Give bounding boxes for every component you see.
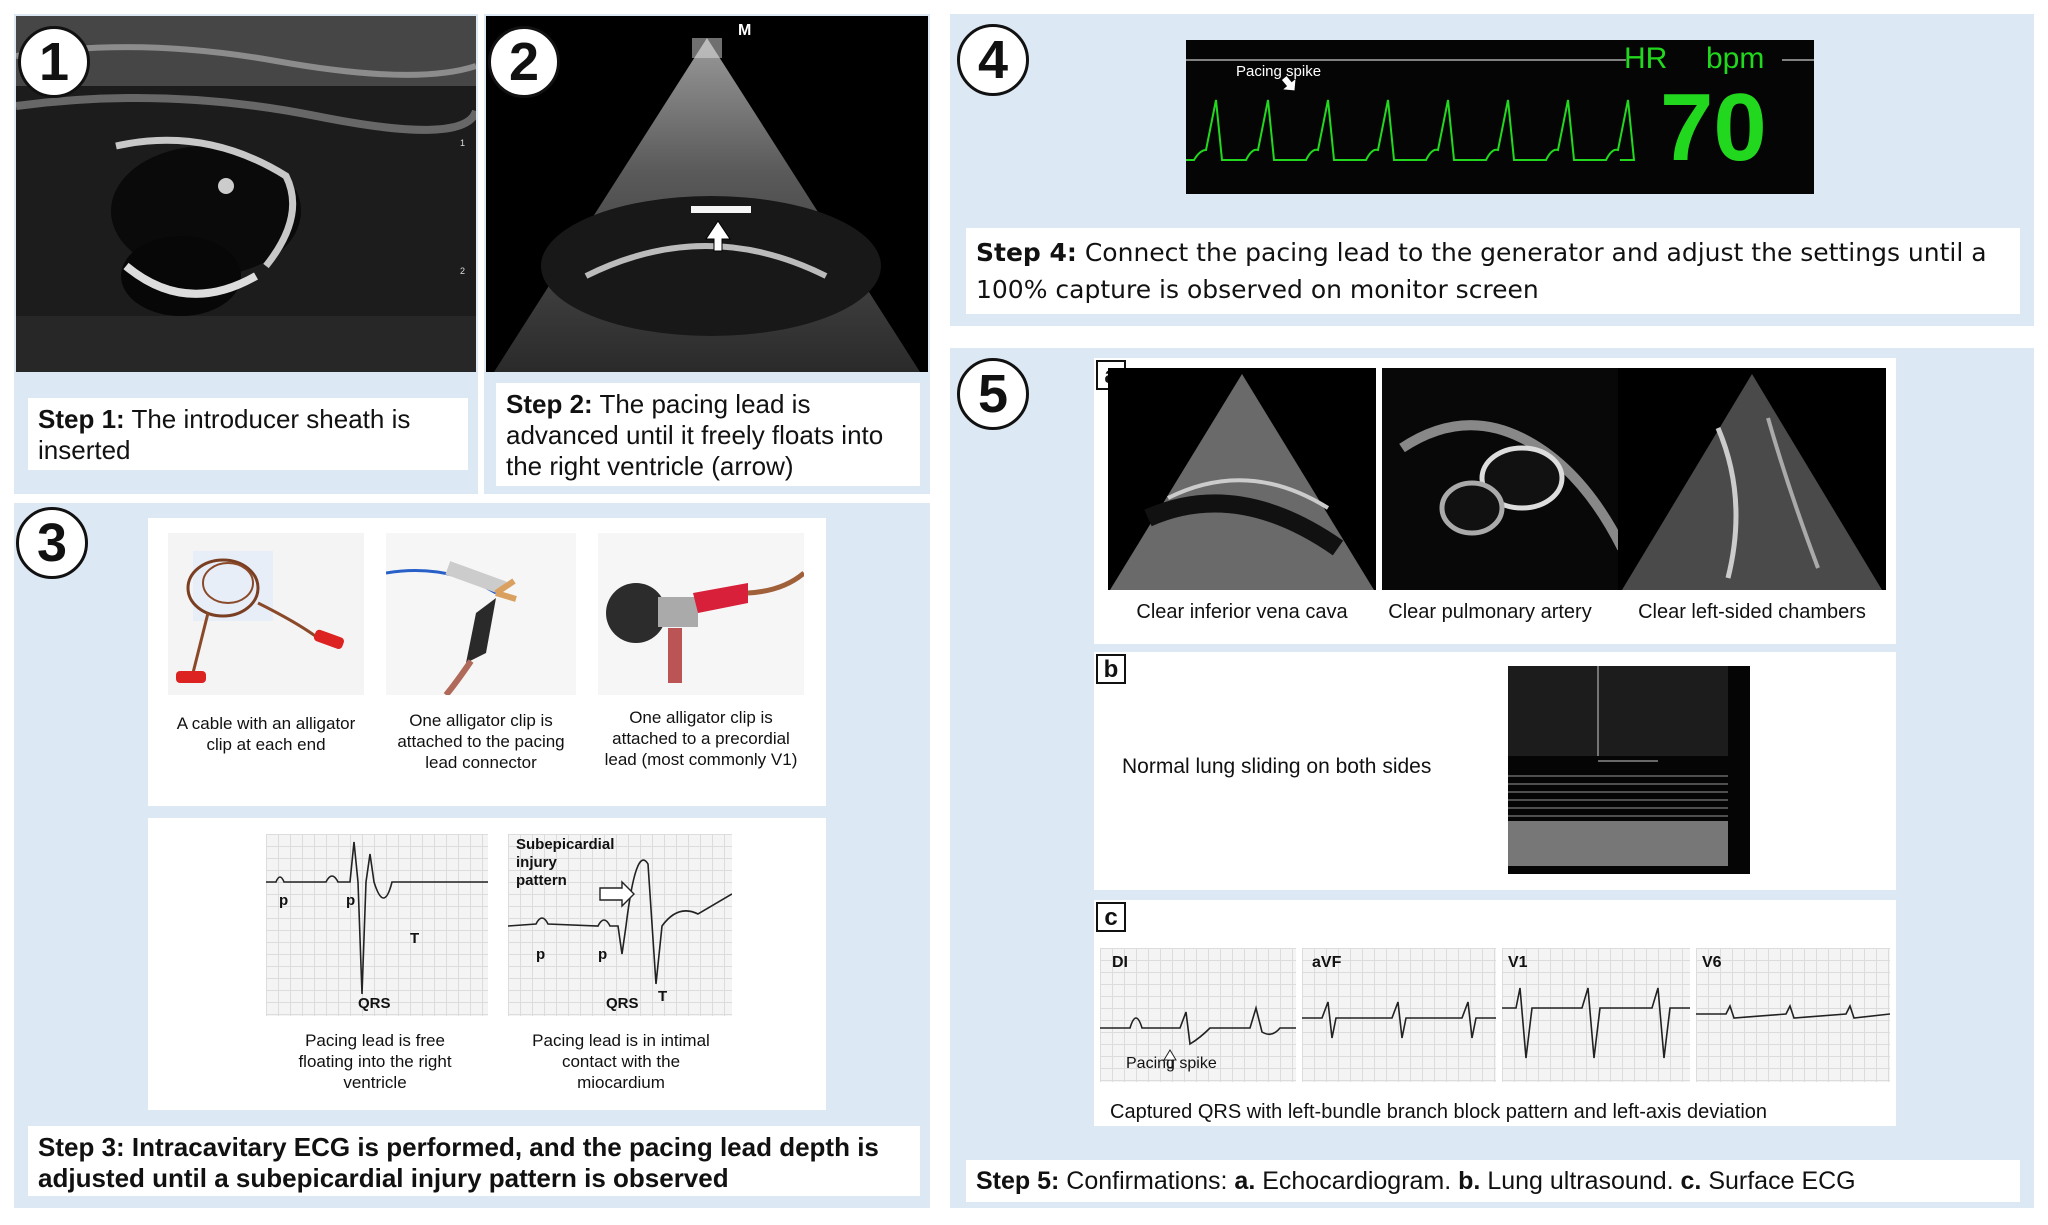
svg-text:1: 1 [460,138,465,148]
monitor-pacing-label: Pacing spike [1236,63,1322,80]
lung-ultrasound-image [1508,666,1750,874]
svg-text:2: 2 [460,266,465,276]
lead-connector-caption: One alligator clip is attached to the pa… [397,711,565,772]
echo-ivc-image [1108,368,1376,590]
ecg2-qrs-label: QRS [606,995,639,1012]
surface-ecg-caption: Captured QRS with left-bundle branch blo… [1110,1101,1768,1123]
ecg2-p2-label: p [598,946,608,963]
step1-text: The introducer sheath is inserted [38,404,411,465]
step5-title: Step 5: [976,1167,1060,1195]
step1-number: 1 [18,26,90,98]
echo-pa-caption: Clear pulmonary artery [1388,601,1592,623]
step4-text: Connect the pacing lead to the generator… [976,238,1987,304]
ecg2-p1-label: p [536,946,546,963]
precordial-lead-photo [598,533,804,695]
echo-left-chambers-caption: Clear left-sided chambers [1638,601,1866,623]
ecg1-p1-label: p [279,892,289,909]
step5b-letter: b [1096,654,1126,684]
ecg2-t-label: T [658,988,668,1005]
cable-photo [168,533,364,695]
ecg-lead-v6: V6 [1702,954,1722,971]
echo-left-chambers-image [1618,368,1886,590]
precordial-caption: One alligator clip is attached to a prec… [604,708,798,769]
step2-text: The pacing lead is advanced until it fre… [506,389,884,481]
surface-ecg-avf [1302,948,1496,1082]
monitor-screen [1186,40,1814,194]
ecg2-injury-annotation: Subepicardial injury pattern [516,836,615,889]
step2-ultrasound-image [486,16,928,372]
step3-number: 3 [16,507,88,579]
step5-item-a-label: a. [1234,1167,1256,1195]
step1-title: Step 1: [38,404,125,434]
lung-sliding-text: Normal lung sliding on both sides [1122,755,1432,778]
ecg1-t-label: T [410,930,420,947]
step5-text-box: Step 5: Confirmations: a. Echocardiogram… [966,1160,2020,1202]
step5-item-b-text: Lung ultrasound. [1480,1167,1681,1195]
step2-title: Step 2: [506,389,593,419]
step4-number: 4 [957,24,1029,96]
step5-body: Confirmations: [1059,1167,1235,1195]
step5-item-c-text: Surface ECG [1701,1167,1856,1195]
step2-marker: M [738,22,752,39]
step5b-box [1094,652,1896,890]
step2-number: 2 [488,26,560,98]
step2-text-box: Step 2: The pacing lead is advanced unti… [496,383,920,486]
step1-text-box: Step 1: The introducer sheath is inserte… [28,398,468,470]
ecg2-caption: Pacing lead is in intimal contact with t… [532,1031,710,1092]
step3-text-box: Step 3: Intracavitary ECG is performed, … [28,1126,920,1196]
monitor-hr-value: 70 [1660,74,1767,181]
ecg-lead-v1: V1 [1508,954,1528,971]
ecg1-caption: Pacing lead is free floating into the ri… [298,1031,452,1092]
step4-title: Step 4: [976,238,1077,267]
step5-number: 5 [957,358,1029,430]
monitor-hr-label: HR [1624,42,1668,75]
echo-ivc-caption: Clear inferior vena cava [1136,601,1348,623]
step3-text: Step 3: Intracavitary ECG is performed, … [38,1132,879,1193]
ecg1-qrs-label: QRS [358,995,391,1012]
intracavitary-ecg-injury [508,834,732,1016]
surface-ecg-di [1100,948,1296,1082]
ecg-lead-avf: aVF [1312,954,1342,971]
surface-ecg-v1 [1502,948,1690,1082]
step5c-letter: c [1096,902,1126,932]
step5-item-b-label: b. [1458,1167,1481,1195]
echo-pa-image [1382,368,1646,590]
step5-item-a-text: Echocardiogram. [1255,1167,1459,1195]
step4-text-box: Step 4: Connect the pacing lead to the g… [966,228,2020,314]
intracavitary-ecg-free [266,834,488,1016]
cable-caption: A cable with an alligator clip at each e… [176,714,356,754]
surface-pacing-spike-label: Pacing spike [1126,1055,1217,1072]
surface-ecg-v6 [1696,948,1890,1082]
lead-connector-photo [386,533,576,695]
ecg1-p2-label: p [346,892,356,909]
monitor-bpm-label: bpm [1706,42,1765,75]
ecg-lead-di: DI [1112,954,1128,971]
step5-item-c-label: c. [1680,1167,1702,1195]
